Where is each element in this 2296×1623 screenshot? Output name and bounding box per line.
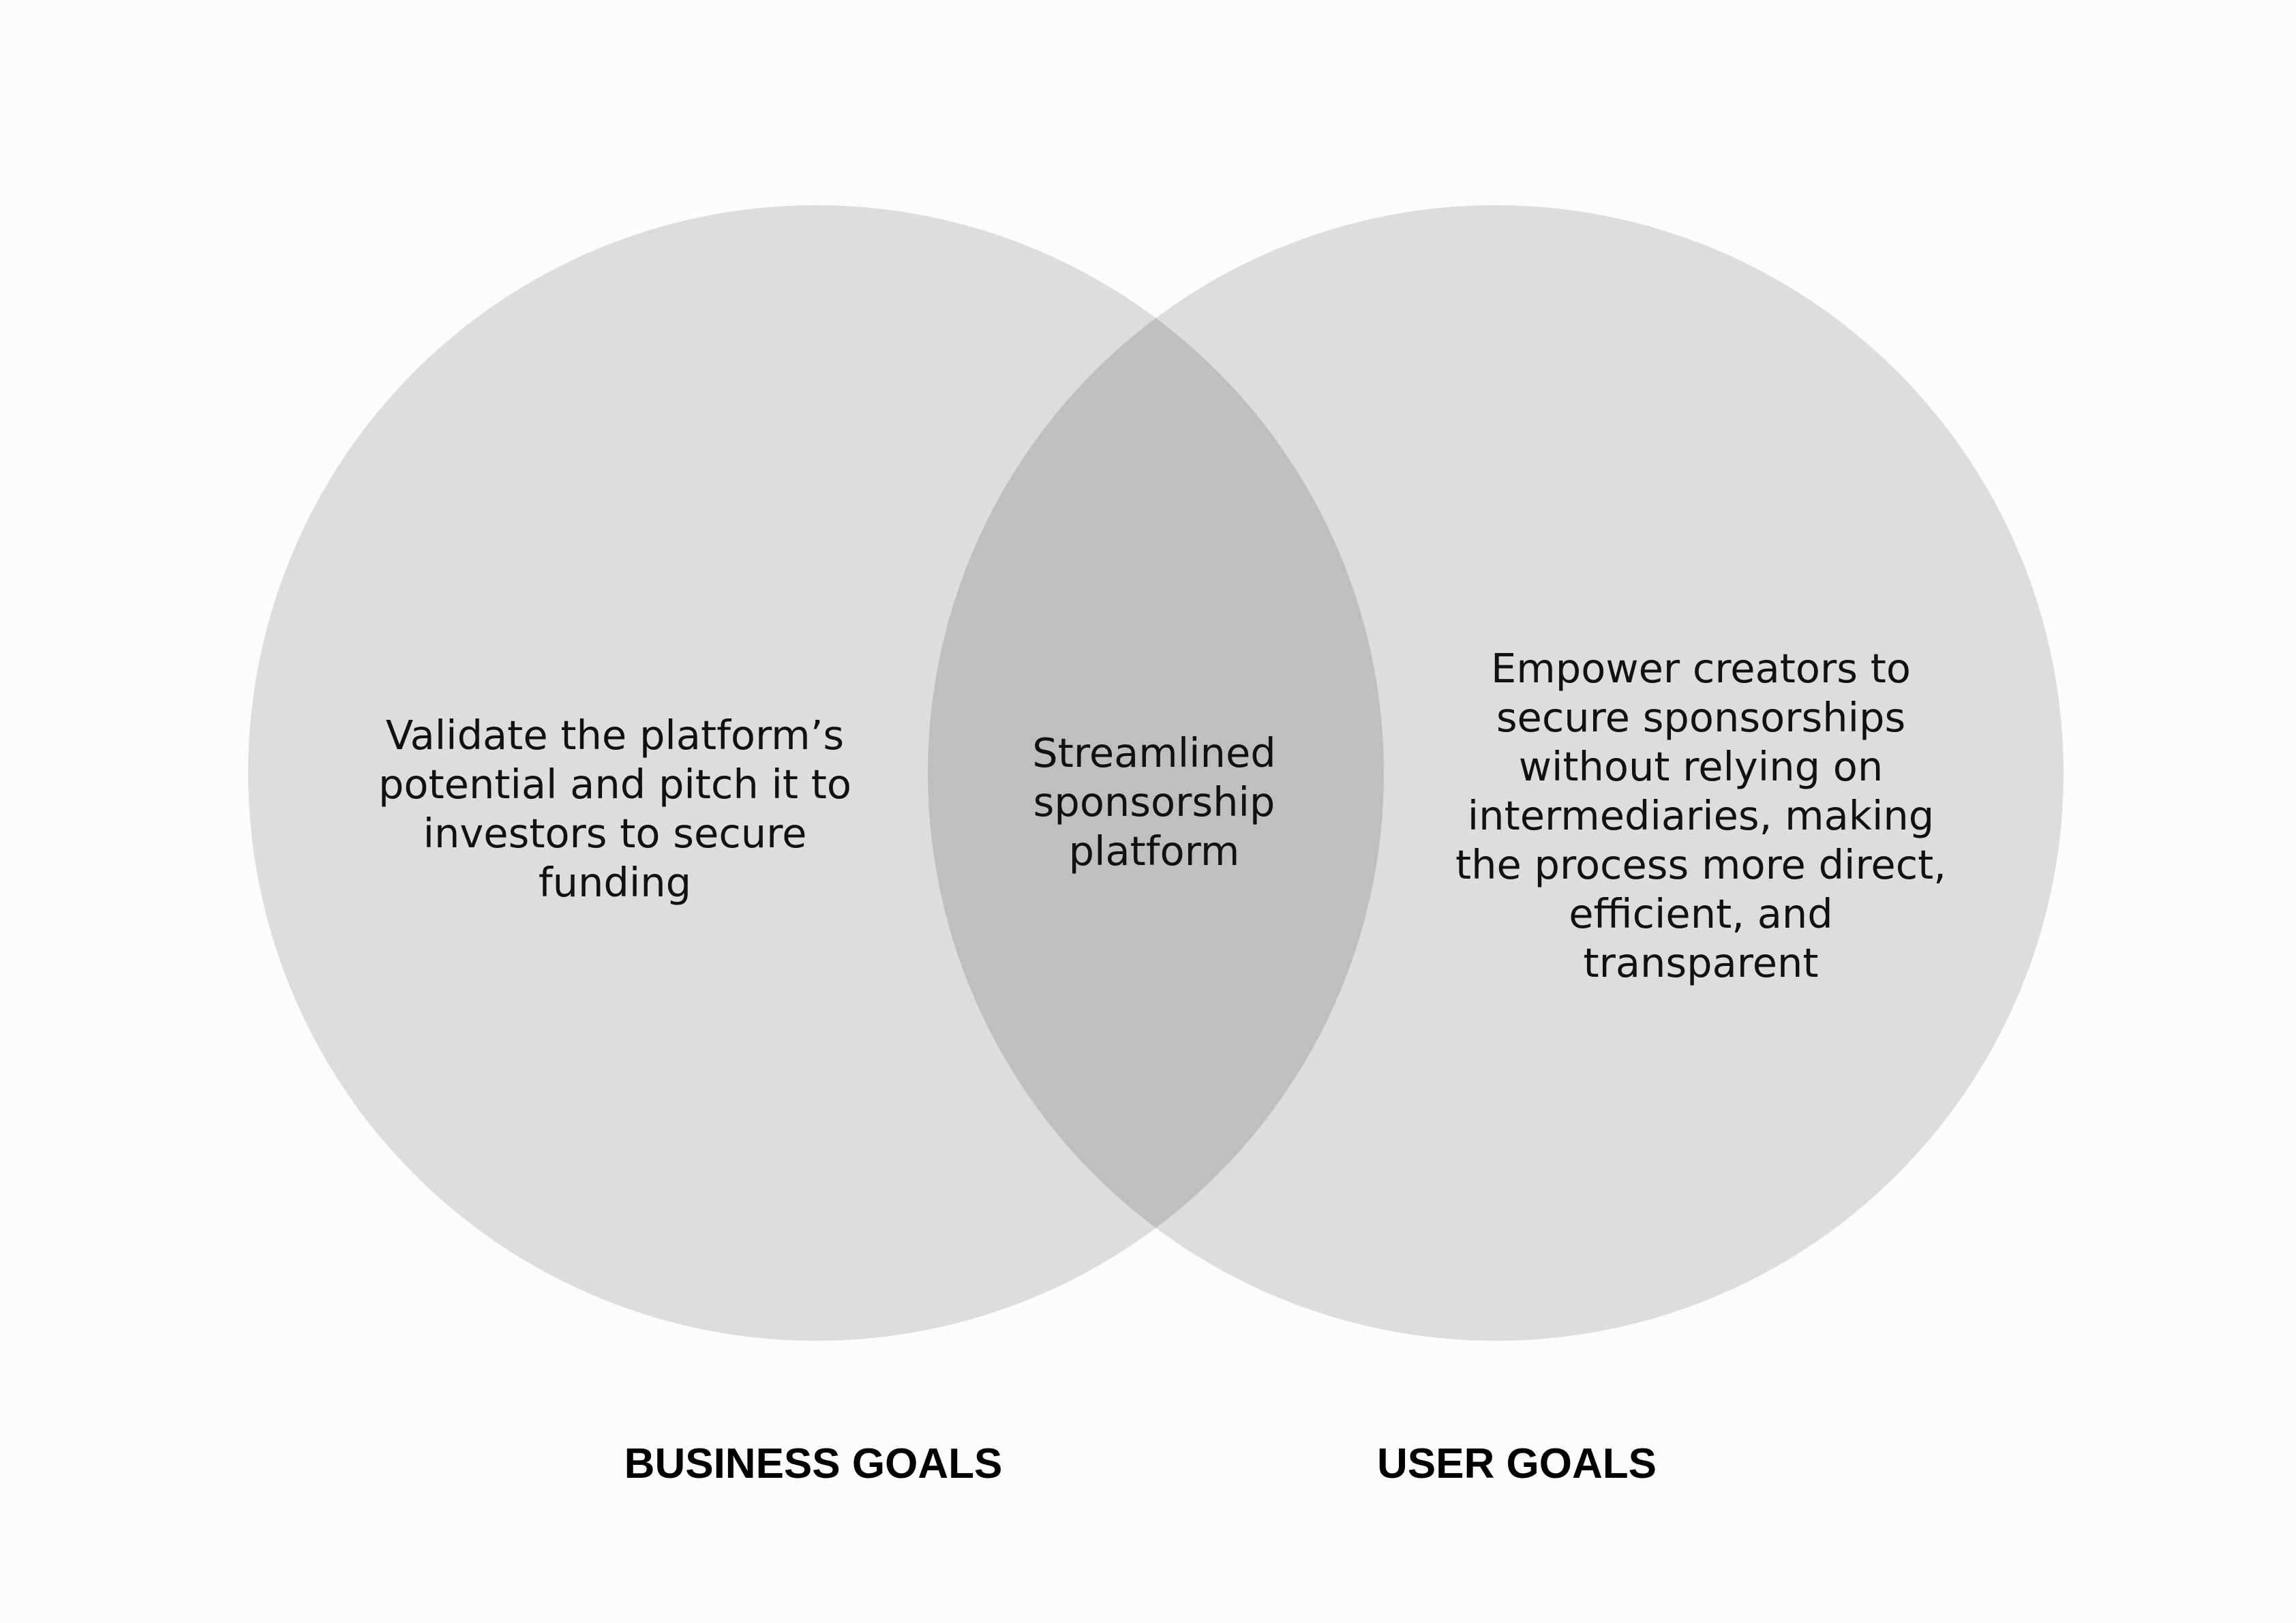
user-goals-label: USER GOALS [1377,1440,1657,1487]
intersection-text: Streamlined sponsorship platform [1032,729,1276,875]
intersection-region [928,205,1384,1341]
business-goals-label: BUSINESS GOALS [624,1440,1003,1487]
business-goals-text: Validate the platform’s potential and pi… [378,712,852,906]
user-goals-text: Empower creators to secure sponsorships … [1455,645,1947,986]
